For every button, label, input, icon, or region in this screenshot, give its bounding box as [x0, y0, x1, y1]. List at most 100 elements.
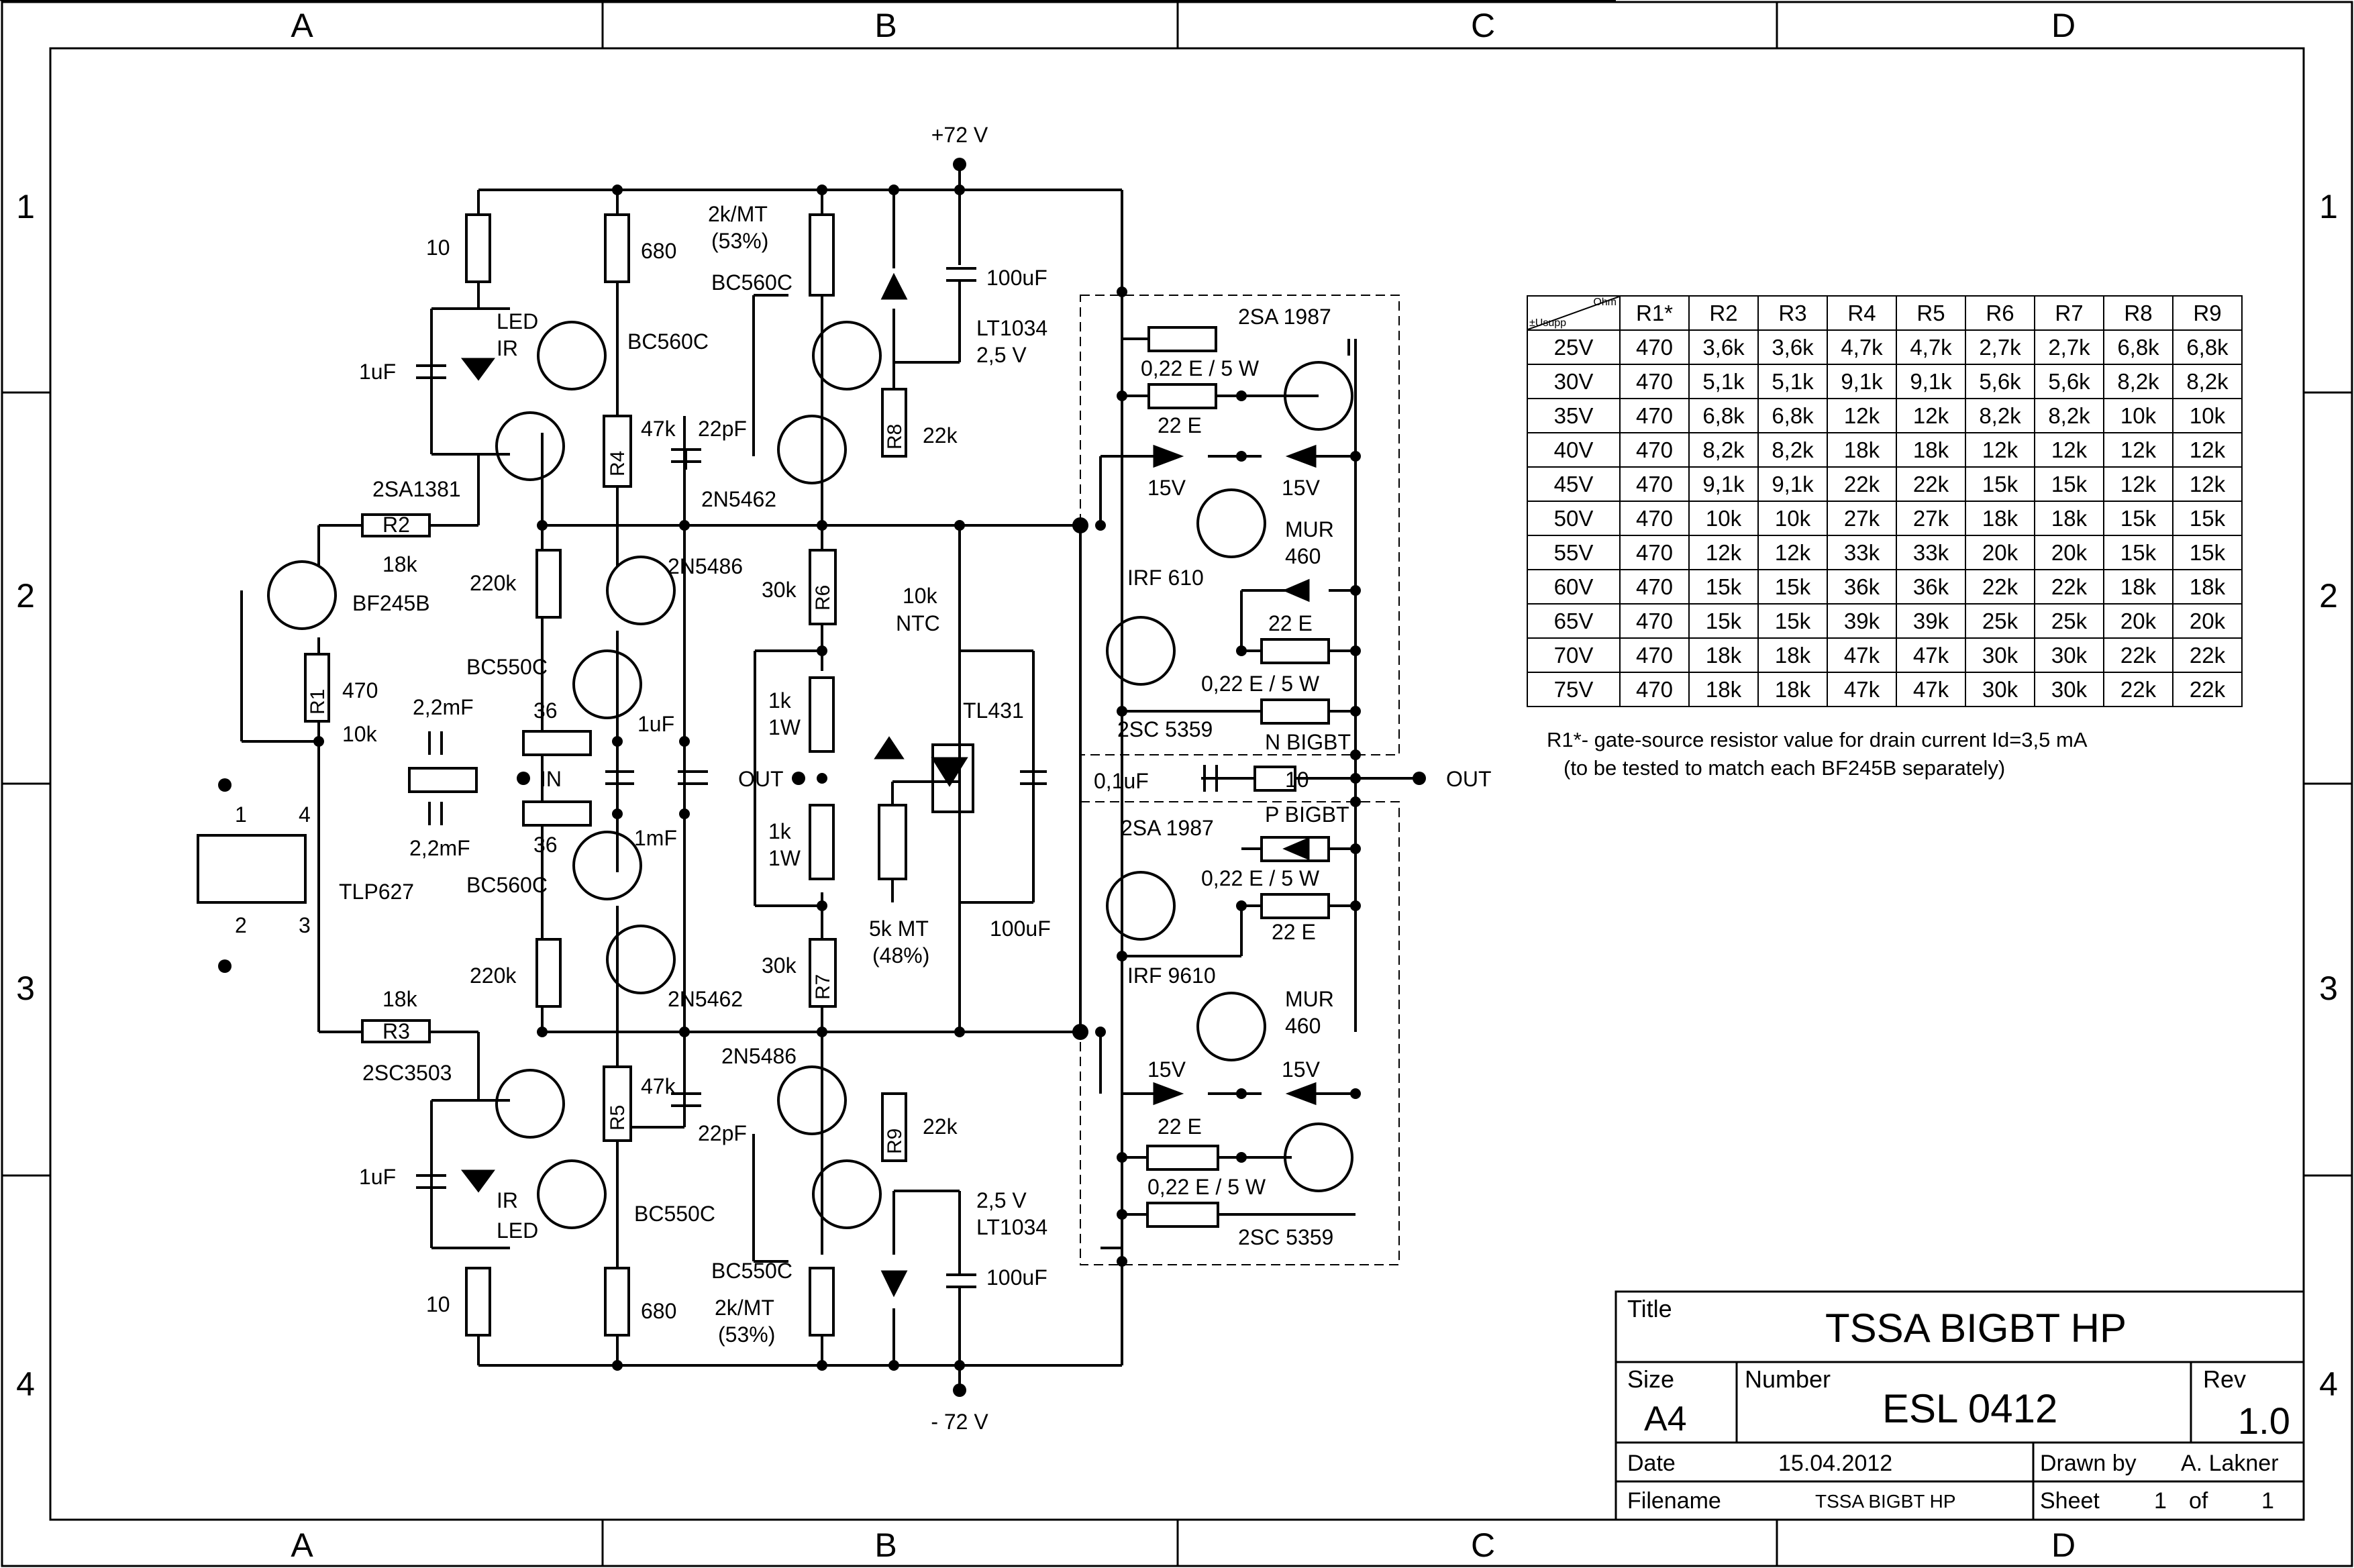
r9-ref: R9 — [884, 1129, 906, 1154]
z15v-4: 15V — [1282, 1057, 1321, 1082]
supply-voltage-cell: 75V — [1527, 672, 1621, 707]
resistor-value-cell: 15k — [1757, 569, 1828, 605]
resistor-value-cell: 22k — [2172, 672, 2243, 707]
resistor-value-cell: 470 — [1619, 329, 1690, 365]
resistor-value-cell: 12k — [2103, 466, 2173, 502]
resistor-value-cell: 12k — [1896, 398, 1966, 433]
inner-border — [49, 47, 2305, 1521]
resistor-value-cell: 18k — [1827, 432, 1897, 468]
pot2k-top-2: (53%) — [711, 229, 768, 253]
lt1034-bot-2: LT1034 — [976, 1215, 1047, 1239]
row-label-4-left: 4 — [16, 1365, 35, 1403]
circuit-labels: +72 V - 72 V IN OUT OUT 10k NTC TL431 TL… — [235, 123, 1492, 1434]
resistor-value-cell: 470 — [1619, 501, 1690, 536]
resistor-value-cell: 15k — [2034, 466, 2104, 502]
resistor-value-cell: 6,8k — [1757, 398, 1828, 433]
q-2sc3503: 2SC3503 — [362, 1061, 452, 1085]
mur460-top-1: MUR — [1285, 517, 1334, 541]
resistor-value-cell: 9,1k — [1827, 364, 1897, 399]
c22pf-bottom: 22pF — [698, 1121, 747, 1145]
col-label-c-top: C — [1471, 7, 1495, 44]
col-header: R5 — [1896, 295, 1966, 331]
supply-voltage-cell: 45V — [1527, 466, 1621, 502]
c100uf-top: 100uF — [986, 266, 1047, 290]
r22e-4: 22 E — [1158, 1114, 1202, 1139]
tlp627-label: TLP627 — [339, 880, 414, 904]
r36-top: 36 — [533, 698, 558, 723]
resistor-value-cell: 6,8k — [2103, 329, 2173, 365]
resistor-value-cell: 22k — [2034, 569, 2104, 605]
r1-ref: R1 — [307, 689, 329, 715]
supply-voltage-cell: 60V — [1527, 569, 1621, 605]
resistor-value-cell: 18k — [1896, 432, 1966, 468]
supply-voltage-cell: 70V — [1527, 637, 1621, 673]
resistor-value-cell: 20k — [2034, 535, 2104, 570]
size-label: Size — [1627, 1365, 1675, 1393]
resistor-value-cell: 27k — [1896, 501, 1966, 536]
pin-3: 3 — [299, 913, 311, 937]
note-line-2: (to be tested to match each BF245B separ… — [1564, 756, 2006, 780]
resistor-value-cell: 3,6k — [1688, 329, 1759, 365]
resistor-value-cell: 15k — [1965, 466, 2035, 502]
resistor-values-table: Ohm ±Usupp R1* R2 R3 R4 R5 R6 R7 R8 R9 2… — [1527, 295, 2243, 707]
resistor-value-cell: 33k — [1827, 535, 1897, 570]
r022-3: 0,22 E / 5 W — [1201, 866, 1320, 890]
resistor-value-cell: 10k — [2103, 398, 2173, 433]
r3-ref: R3 — [382, 1019, 410, 1043]
resistor-value-cell: 20k — [2172, 603, 2243, 639]
z15v-2: 15V — [1282, 476, 1321, 500]
r30k-bottom: 30k — [762, 953, 797, 978]
q-bc560c-top: BC560C — [627, 329, 709, 354]
q-2n5462-bottom: 2N5462 — [668, 987, 743, 1011]
r022-4: 0,22 E / 5 W — [1147, 1175, 1266, 1199]
resistor-value-cell: 30k — [2034, 672, 2104, 707]
out-node-label: OUT — [738, 767, 784, 791]
rev-label: Rev — [2203, 1365, 2247, 1393]
z15v-1: 15V — [1147, 476, 1186, 500]
filename-label: Filename — [1627, 1488, 1721, 1514]
r2-value: 18k — [382, 552, 418, 576]
r36-bottom: 36 — [533, 833, 558, 857]
r10-bottom: 10 — [426, 1292, 450, 1316]
nbigbt-label: N BIGBT — [1265, 730, 1351, 754]
r9-value: 22k — [923, 1114, 958, 1139]
resistor-value-cell: 36k — [1896, 569, 1966, 605]
table-corner-cell: Ohm ±Usupp — [1527, 295, 1621, 331]
col-header: R3 — [1757, 295, 1828, 331]
pot5k-2: (48%) — [872, 943, 929, 968]
r10-top: 10 — [426, 236, 450, 260]
q-bc550c-mid: BC550C — [466, 655, 548, 679]
resistor-value-cell: 4,7k — [1896, 329, 1966, 365]
r8-ref: R8 — [884, 424, 906, 450]
col-label-b-bottom: B — [874, 1526, 897, 1564]
rev-value: 1.0 — [2238, 1400, 2290, 1442]
resistor-value-cell: 22k — [2103, 672, 2173, 707]
supply-voltage-cell: 65V — [1527, 603, 1621, 639]
filename-value: TSSA BIGBT HP — [1815, 1491, 1956, 1512]
r6-ref: R6 — [812, 585, 834, 611]
ntc-label-1: 10k — [903, 584, 938, 608]
of-label: of — [2189, 1488, 2208, 1514]
resistor-value-cell: 470 — [1619, 569, 1690, 605]
r1k-bot-1: 1k — [768, 819, 792, 843]
col-header: R9 — [2172, 295, 2243, 331]
pot2k-bot-1: 2k/MT — [715, 1296, 774, 1320]
r1k-bot-2: 1W — [768, 846, 801, 870]
date-label: Date — [1627, 1451, 1676, 1476]
resistor-value-cell: 9,1k — [1896, 364, 1966, 399]
resistor-value-cell: 30k — [1965, 637, 2035, 673]
resistor-value-cell: 18k — [1688, 672, 1759, 707]
resistor-value-cell: 470 — [1619, 398, 1690, 433]
row-label-1-right: 1 — [2319, 188, 2338, 225]
out-terminal-label: OUT — [1446, 767, 1492, 791]
resistor-value-cell: 15k — [1688, 603, 1759, 639]
r022-1: 0,22 E / 5 W — [1141, 356, 1260, 380]
col-label-d-bottom: D — [2051, 1526, 2076, 1564]
resistor-value-cell: 18k — [1757, 637, 1828, 673]
resistor-value-cell: 8,2k — [1688, 432, 1759, 468]
pot10k-label: 10k — [342, 722, 378, 746]
resistor-value-cell: 22k — [1827, 466, 1897, 502]
led-top-1: LED — [497, 309, 538, 333]
